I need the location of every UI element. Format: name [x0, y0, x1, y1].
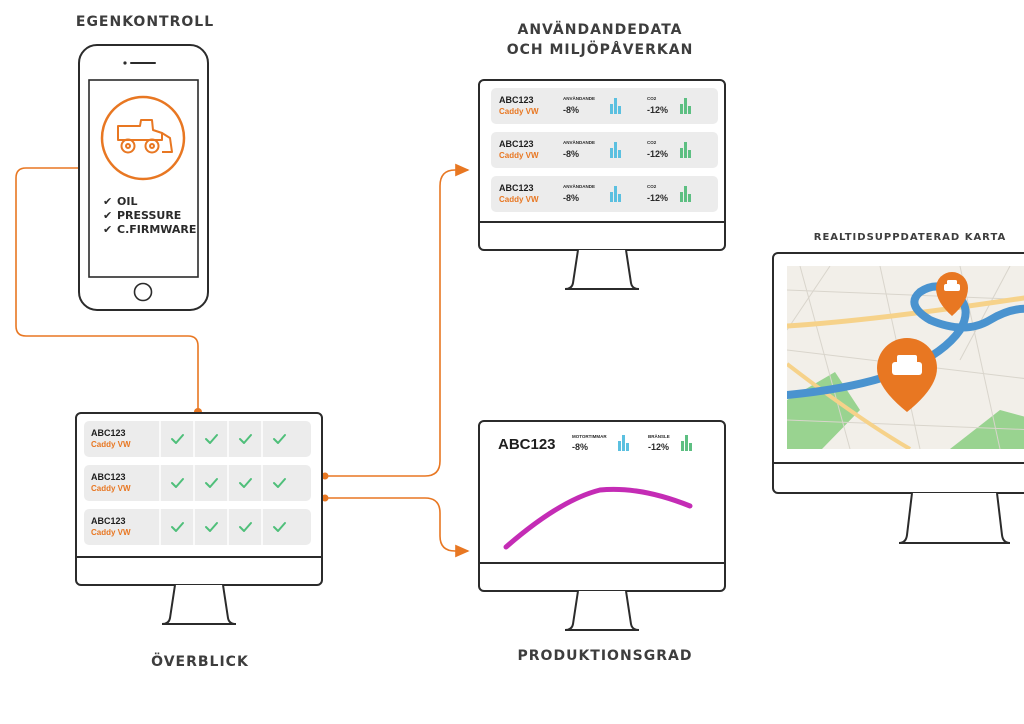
row-model: Caddy VW — [91, 484, 131, 493]
check-icon — [273, 434, 286, 444]
check-icon — [205, 522, 218, 532]
bar-chart-icon — [618, 435, 629, 451]
overview-heading: ÖVERBLICK — [151, 654, 249, 670]
check-icon — [239, 434, 252, 444]
row-model: Caddy VW — [91, 440, 131, 449]
production-id: ABC123 — [498, 436, 556, 453]
usage-data-heading-line2: OCH MILJÖPÅVERKAN — [506, 42, 694, 58]
metric-label: CO2 — [647, 96, 657, 101]
check-icon — [171, 522, 184, 532]
production-heading: PRODUKTIONSGRAD — [517, 648, 693, 664]
checklist-item: ✔C.FIRMWARE — [103, 223, 197, 236]
check-icon — [171, 434, 184, 444]
usage-row: ABC123 Caddy VW ANVÄNDANDE -8% CO2 -12% — [491, 88, 718, 124]
check-icon — [205, 434, 218, 444]
overview-row: ABC123 Caddy VW — [84, 465, 311, 501]
metric-value: -8% — [563, 149, 579, 159]
metric-label: CO2 — [647, 184, 657, 189]
bar-chart-icon — [681, 435, 692, 451]
row-model: Caddy VW — [499, 195, 539, 204]
check-icon: ✔ — [103, 223, 113, 236]
overview-row: ABC123 Caddy VW — [84, 421, 311, 457]
row-id: ABC123 — [499, 139, 534, 149]
check-icon — [171, 478, 184, 488]
row-id: ABC123 — [91, 472, 126, 482]
row-model: Caddy VW — [91, 528, 131, 537]
metric-label: ANVÄNDANDE — [563, 183, 595, 189]
metric-label: ANVÄNDANDE — [563, 95, 595, 101]
metric-label: MOTORTIMMAR — [572, 434, 607, 439]
metric-value: -8% — [563, 105, 579, 115]
check-icon — [205, 478, 218, 488]
connector-overview-production — [321, 494, 470, 558]
car-marker-icon — [936, 272, 968, 316]
check-icon: ✔ — [103, 195, 113, 208]
bar-chart-icon — [680, 186, 691, 202]
metric-value: -12% — [648, 442, 669, 452]
phone-checklist: ✔OIL ✔PRESSURE ✔C.FIRMWARE — [103, 195, 196, 237]
usage-row: ABC123 Caddy VW ANVÄNDANDE -8% CO2 -12% — [491, 132, 718, 168]
metric-value: -12% — [647, 193, 668, 203]
usage-data-heading-line1: ANVÄNDANDEDATA — [517, 22, 683, 38]
row-id: ABC123 — [91, 516, 126, 526]
check-icon: ✔ — [103, 209, 113, 222]
egenkontroll-heading: EGENKONTROLL — [75, 14, 215, 30]
row-model: Caddy VW — [499, 151, 539, 160]
row-id: ABC123 — [91, 428, 126, 438]
row-id: ABC123 — [499, 183, 534, 193]
bar-chart-icon — [610, 98, 621, 114]
overview-row: ABC123 Caddy VW — [84, 509, 311, 545]
check-icon — [273, 522, 286, 532]
checklist-item: ✔PRESSURE — [103, 209, 182, 222]
metric-value: -8% — [572, 442, 588, 452]
metric-label: BRÄNSLE — [648, 433, 670, 439]
metric-value: -12% — [647, 105, 668, 115]
check-icon — [239, 522, 252, 532]
row-model: Caddy VW — [499, 107, 539, 116]
usage-row: ABC123 Caddy VW ANVÄNDANDE -8% CO2 -12% — [491, 176, 718, 212]
bar-chart-icon — [610, 142, 621, 158]
map-heading: REALTIDSUPPDATERAD KARTA — [813, 232, 1007, 243]
metric-label: ANVÄNDANDE — [563, 139, 595, 145]
bar-chart-icon — [680, 142, 691, 158]
metric-value: -12% — [647, 149, 668, 159]
metric-label: CO2 — [647, 140, 657, 145]
bar-chart-icon — [680, 98, 691, 114]
bar-chart-icon — [610, 186, 621, 202]
row-id: ABC123 — [499, 95, 534, 105]
check-icon — [239, 478, 252, 488]
tractor-icon — [100, 95, 186, 181]
production-curve — [503, 486, 693, 550]
check-icon — [273, 478, 286, 488]
car-marker-icon — [877, 338, 937, 412]
production-monitor — [478, 420, 726, 631]
map-view — [787, 266, 1024, 449]
metric-value: -8% — [563, 193, 579, 203]
connector-overview-usage — [321, 163, 470, 480]
checklist-item: ✔OIL — [103, 195, 138, 208]
